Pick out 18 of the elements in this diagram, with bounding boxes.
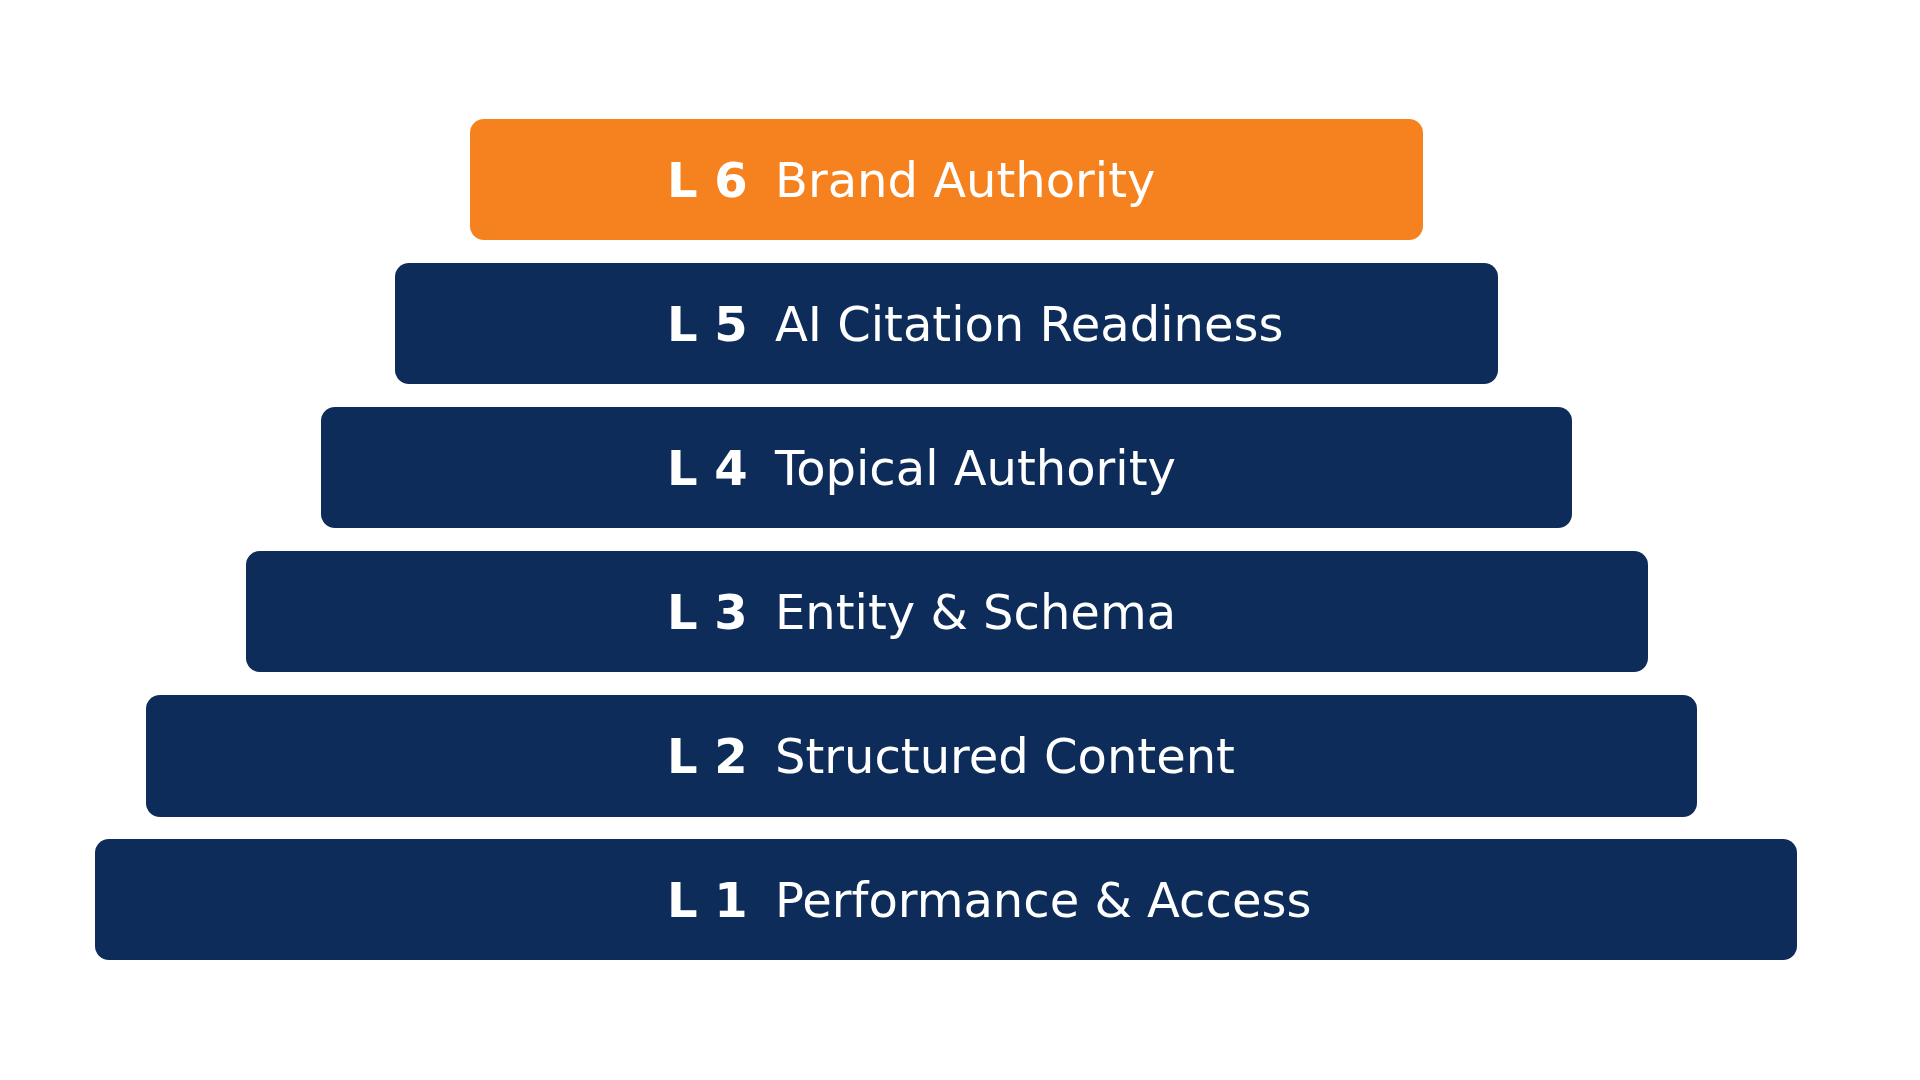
level-title: Brand Authority (775, 151, 1156, 208)
level-number: L 1 (667, 871, 748, 928)
level-bar (146, 695, 1697, 817)
level-bar (95, 839, 1797, 960)
level-bar (395, 263, 1498, 384)
level-title: Performance & Access (775, 871, 1312, 928)
level-title: Structured Content (775, 728, 1235, 784)
level-title: Entity & Schema (775, 583, 1177, 640)
level-number: L 6 (667, 151, 748, 208)
level-number: L 3 (667, 583, 748, 640)
level-number: L 2 (667, 728, 748, 784)
level-title: Topical Authority (775, 439, 1176, 496)
level-number: L 4 (667, 439, 748, 496)
level-bar (246, 551, 1648, 672)
level-title: AI Citation Readiness (775, 295, 1284, 352)
level-bar (321, 407, 1572, 528)
level-number: L 5 (667, 295, 748, 352)
level-bar (470, 119, 1423, 240)
